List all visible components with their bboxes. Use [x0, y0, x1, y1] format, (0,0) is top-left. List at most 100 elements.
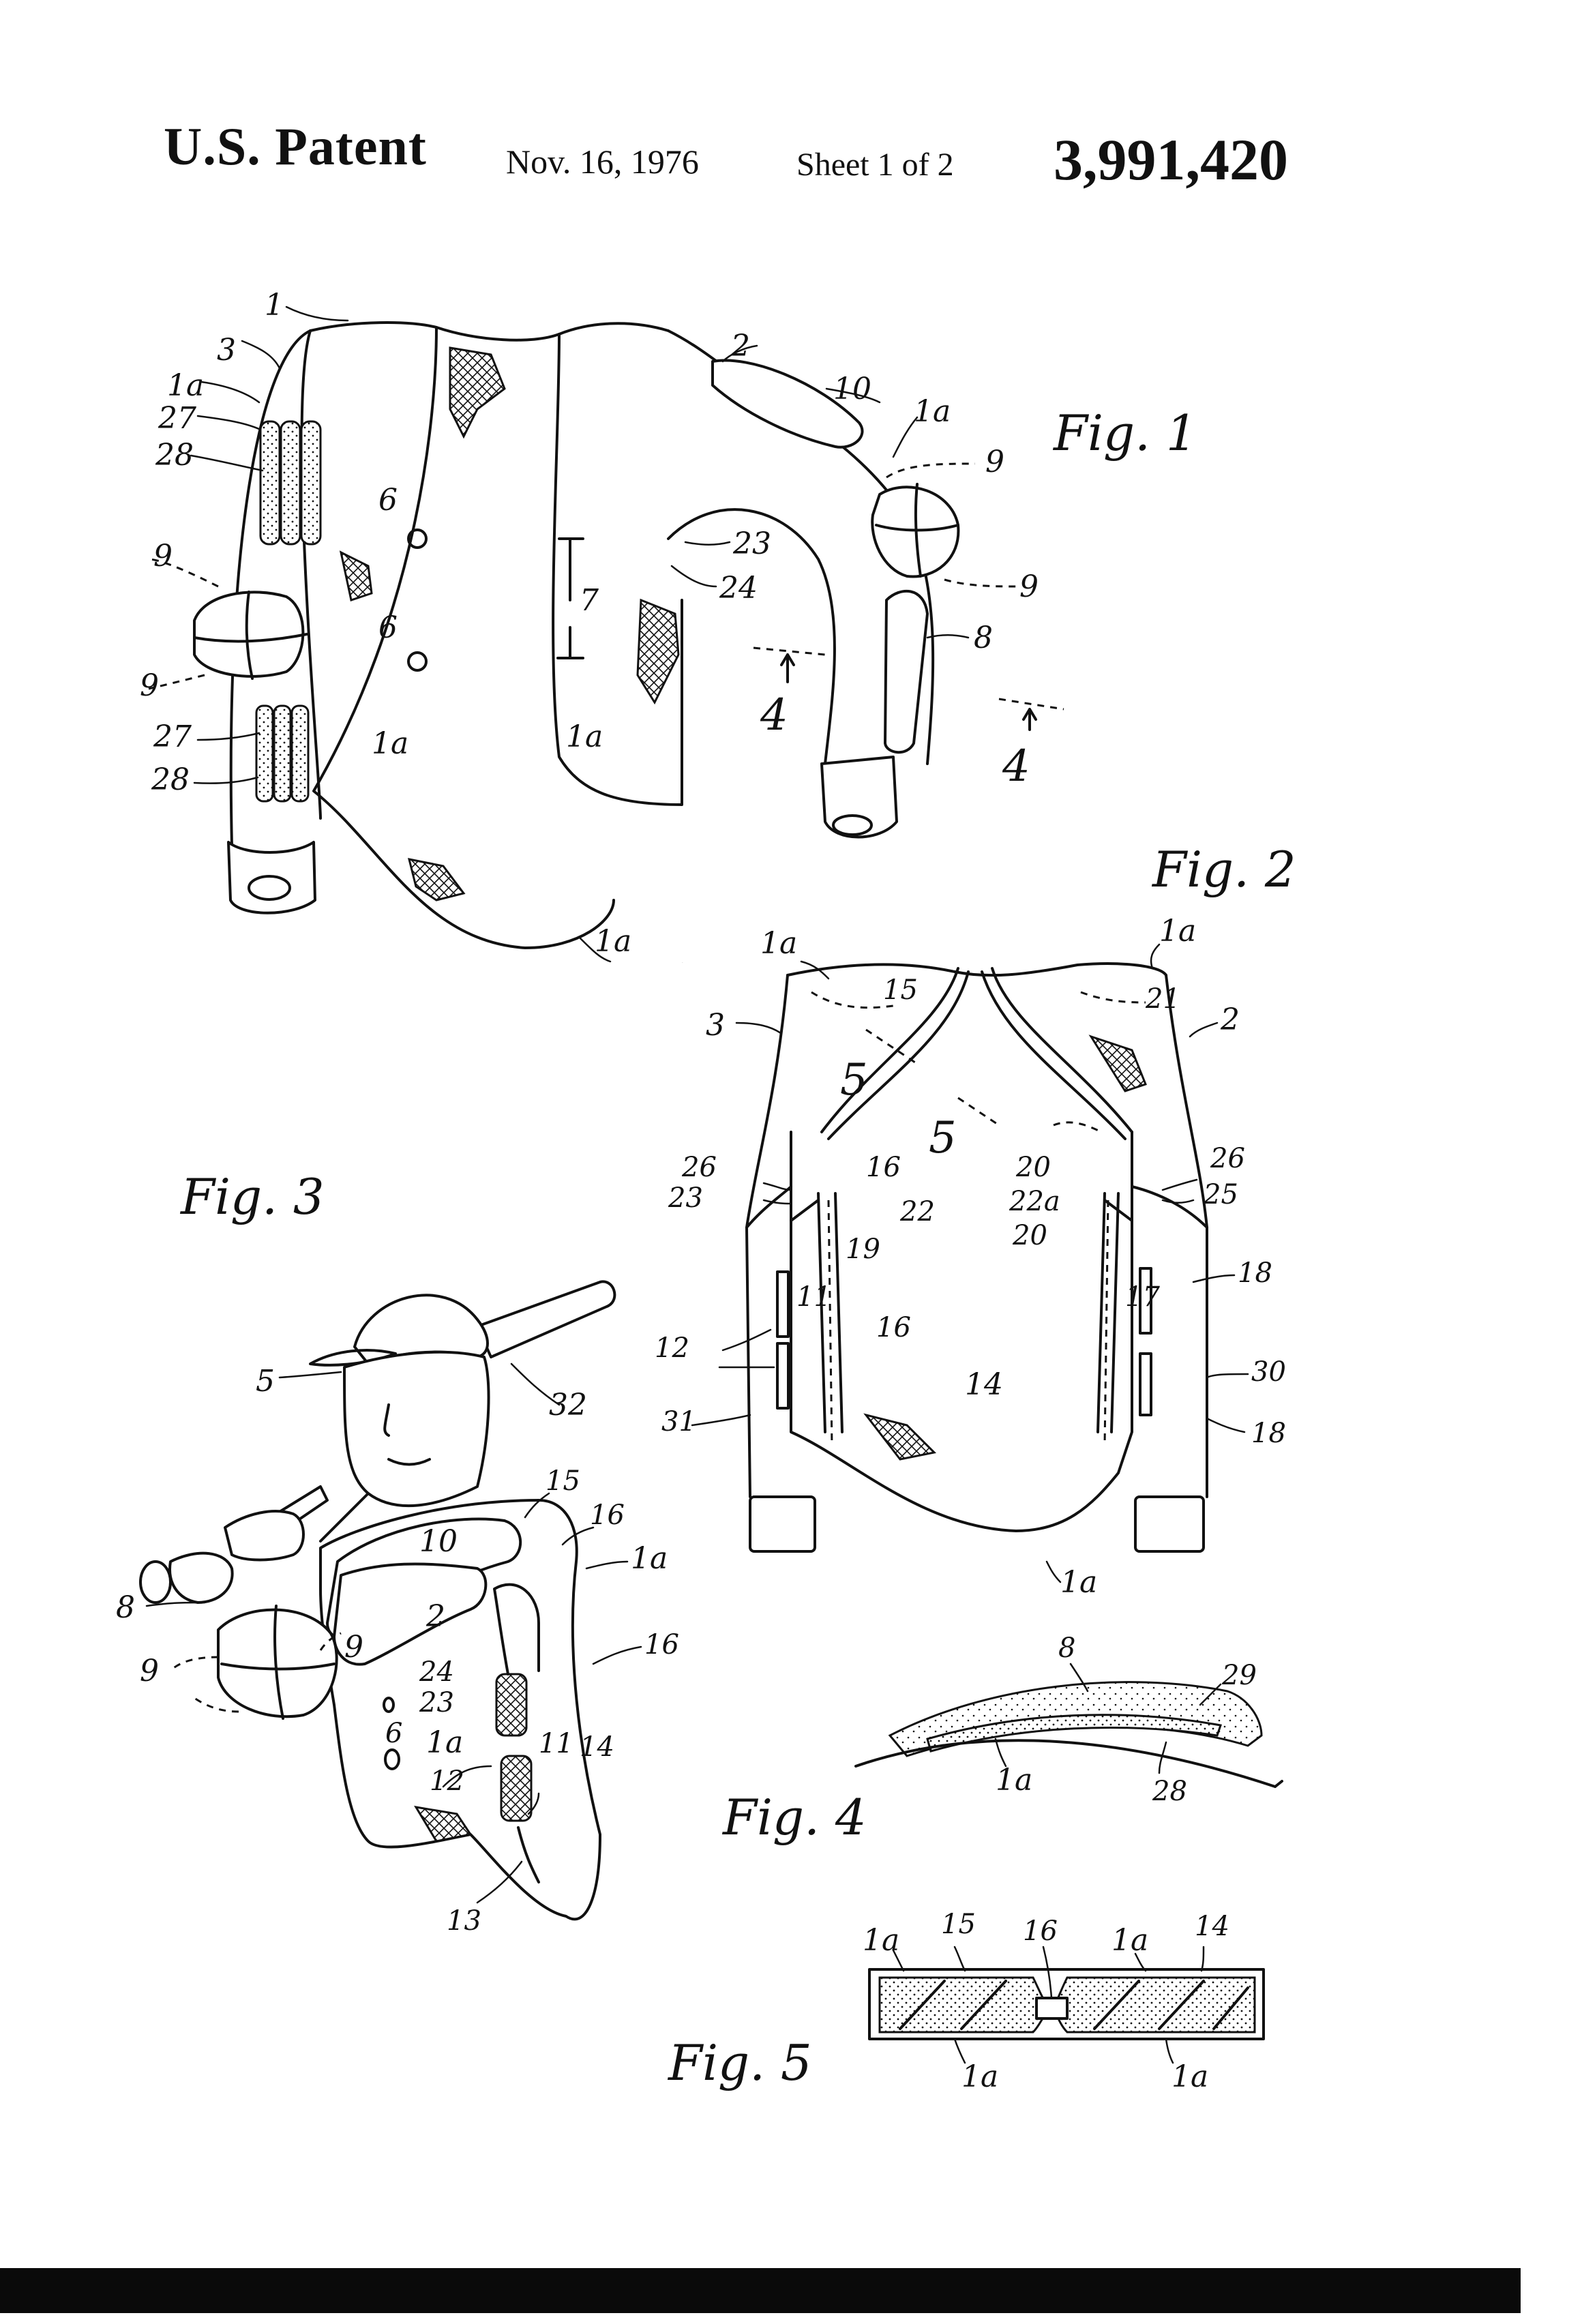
fig5-ref-1a-b: 1a: [1111, 1923, 1148, 1958]
fig3-ref-13: 13: [447, 1905, 481, 1937]
fig2-ref-20-b: 20: [1012, 1220, 1047, 1251]
fig5-ref-14: 14: [1195, 1911, 1229, 1942]
fig1-ref-2: 2: [730, 329, 750, 363]
fig3-ref-32: 32: [549, 1388, 587, 1422]
fig2-ref-5-b: 5: [929, 1113, 957, 1163]
fig2-ref-23: 23: [668, 1182, 703, 1214]
fig1-ref-9-c: 9: [140, 668, 159, 703]
fig5-ref-15: 15: [941, 1909, 976, 1940]
fig2-ref-30: 30: [1251, 1356, 1286, 1388]
fig5-ref-1a-d: 1a: [1171, 2059, 1208, 2094]
fig2-ref-12: 12: [655, 1332, 689, 1364]
figure-5: 1a 15 16 1a 14 1a 1a Fig. 5: [667, 1909, 1265, 2094]
fig3-ref-23: 23: [419, 1687, 454, 1718]
fig3-caption: Fig. 3: [179, 1168, 325, 1225]
fig2-ref-25: 25: [1203, 1179, 1238, 1210]
fig2-ref-15: 15: [883, 974, 918, 1006]
fig1-ref-6-b: 6: [378, 610, 398, 645]
fig5-ref-1a-c: 1a: [961, 2059, 998, 2094]
fig1-ref-4-b: 4: [1002, 741, 1030, 792]
figure-1: 1 2 3 1a 27 28 6 7 9 10 8 23 24 4 4 1a 1…: [140, 288, 1197, 964]
fig1-ref-8: 8: [974, 621, 993, 655]
fig1-ref-1a-a: 1a: [167, 368, 204, 403]
fig1-ref-9-d: 9: [1019, 569, 1039, 604]
fig4-ref-1a: 1a: [996, 1763, 1032, 1798]
fig2-ref-1a-b: 1a: [1159, 914, 1196, 949]
fig1-ref-1a-e: 1a: [595, 924, 631, 959]
fig2-ref-2: 2: [1220, 1002, 1240, 1037]
fig1-ref-23: 23: [732, 526, 771, 561]
fig2-ref-20-a: 20: [1015, 1152, 1051, 1183]
fig3-ref-10: 10: [419, 1524, 458, 1559]
fig3-ref-12: 12: [430, 1766, 464, 1797]
fig2-ref-1a-c: 1a: [1060, 1565, 1097, 1600]
fig1-ref-1a-d: 1a: [566, 719, 603, 754]
fig5-caption: Fig. 5: [667, 2034, 812, 2091]
fig1-ref-27-b: 27: [153, 719, 192, 754]
figure-2: 1a 1a 15 21 3 2 5 5 26 23 16 22 20 22a 2…: [655, 841, 1296, 1600]
fig2-ref-18-a: 18: [1238, 1257, 1272, 1289]
fig3-ref-1a-a: 1a: [631, 1541, 668, 1576]
fig1-ref-27-a: 27: [158, 401, 196, 436]
patent-number: 3,991,420: [1054, 127, 1288, 192]
fig3-ref-15: 15: [546, 1465, 580, 1497]
fig2-ref-21: 21: [1145, 983, 1180, 1015]
fig2-ref-5-a: 5: [840, 1055, 868, 1105]
fig3-ref-1a-b: 1a: [426, 1725, 463, 1760]
fig2-ref-26-b: 26: [1210, 1143, 1245, 1174]
fig3-ref-16-b: 16: [644, 1629, 679, 1660]
patent-sheet: Sheet 1 of 2: [796, 147, 954, 183]
fig2-ref-16-b: 16: [876, 1312, 911, 1343]
fig4-caption: Fig. 4: [721, 1789, 867, 1846]
fig2-ref-14: 14: [965, 1367, 1003, 1402]
fig2-ref-19: 19: [846, 1234, 880, 1265]
patent-date: Nov. 16, 1976: [506, 143, 699, 181]
figure-3: 5 32 15 16 1a 10 2 8 9 9 24 23 16 6 1a 1…: [116, 1168, 679, 1937]
fig3-ref-9-a: 9: [140, 1654, 159, 1688]
fig1-ref-10: 10: [833, 372, 871, 406]
patent-header: U.S. Patent Nov. 16, 1976 Sheet 1 of 2 3…: [0, 0, 1582, 218]
fig1-ref-1: 1: [265, 288, 284, 323]
fig3-ref-9-b: 9: [344, 1630, 363, 1665]
fig3-ref-14: 14: [580, 1731, 614, 1763]
fig1-ref-7: 7: [580, 583, 599, 618]
patent-label: U.S. Patent: [164, 117, 427, 176]
fig3-ref-5: 5: [256, 1364, 275, 1399]
fig5-ref-1a-a: 1a: [863, 1923, 899, 1958]
fig2-ref-16-a: 16: [866, 1152, 901, 1183]
fig3-ref-11: 11: [539, 1728, 573, 1759]
fig2-ref-22a: 22a: [1009, 1186, 1060, 1217]
fig4-ref-29: 29: [1221, 1660, 1257, 1691]
bottom-scan-bar: [0, 2268, 1521, 2313]
fig2-ref-3: 3: [706, 1008, 725, 1043]
fig2-caption: Fig. 2: [1151, 841, 1296, 898]
fig1-caption: Fig. 1: [1052, 404, 1197, 462]
fig4-ref-8: 8: [1058, 1633, 1075, 1664]
fig3-ref-2: 2: [426, 1599, 445, 1634]
fig2-ref-26-a: 26: [681, 1152, 717, 1183]
fig1-ref-28-a: 28: [155, 438, 194, 473]
fig3-ref-16-a: 16: [590, 1500, 625, 1531]
fig1-ref-9-a: 9: [985, 445, 1004, 479]
fig1-ref-24: 24: [719, 571, 758, 606]
fig3-ref-8: 8: [116, 1590, 135, 1625]
fig3-ref-6: 6: [385, 1718, 402, 1749]
fig1-ref-9-b: 9: [153, 539, 173, 573]
fig5-ref-16: 16: [1023, 1916, 1058, 1947]
fig1-ref-3: 3: [217, 333, 236, 368]
fig2-ref-18-b: 18: [1251, 1418, 1286, 1449]
fig1-ref-28-b: 28: [151, 762, 190, 797]
fig2-ref-11: 11: [796, 1281, 831, 1313]
fig1-ref-1a-c: 1a: [372, 726, 408, 761]
fig3-ref-24: 24: [419, 1656, 454, 1688]
fig2-ref-1a-a: 1a: [760, 926, 797, 961]
fig2-ref-31: 31: [661, 1406, 696, 1437]
fig2-ref-17: 17: [1125, 1281, 1160, 1313]
fig1-ref-4-a: 4: [760, 690, 788, 741]
fig2-ref-22: 22: [899, 1196, 935, 1227]
figure-4: 8 29 1a 28 Fig. 4: [721, 1633, 1283, 1846]
fig4-ref-28: 28: [1152, 1776, 1187, 1807]
fig1-ref-1a-b: 1a: [914, 394, 951, 429]
fig1-ref-6-a: 6: [378, 483, 398, 518]
